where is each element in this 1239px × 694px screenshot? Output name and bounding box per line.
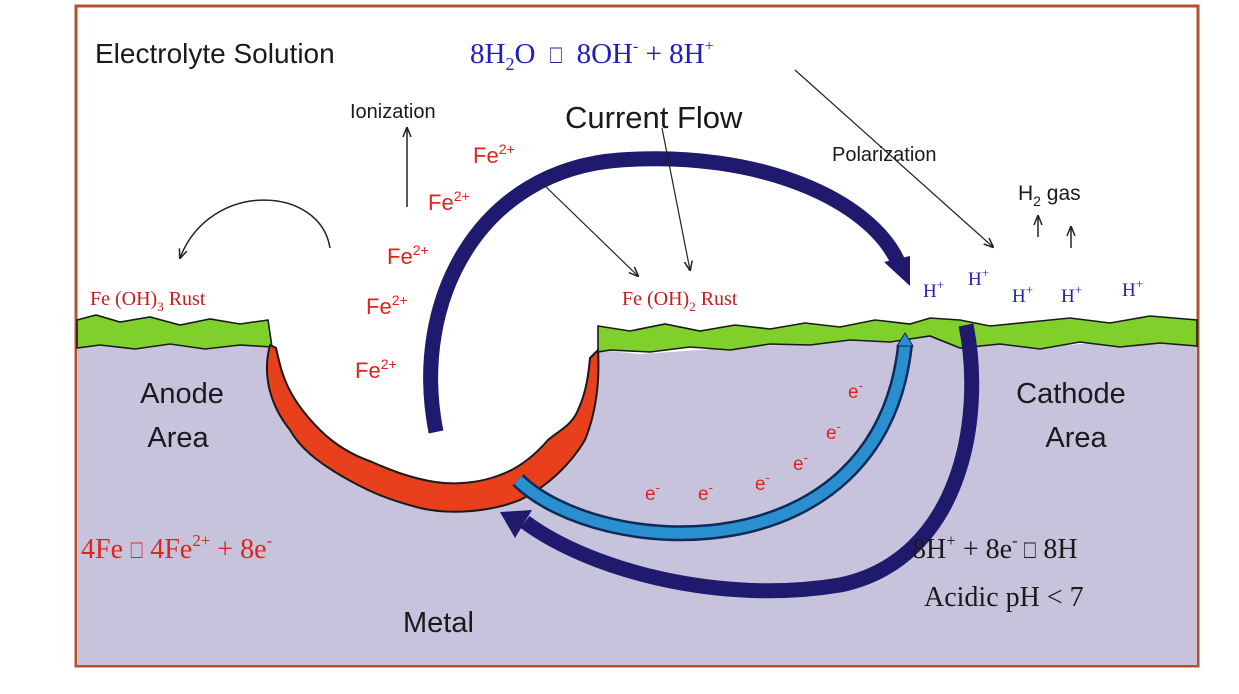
- fe-ion-4: Fe2+: [366, 292, 408, 319]
- metal-label: Metal: [403, 607, 474, 639]
- anode-reaction-equation: 4Fe ⎕ 4Fe2+ + 8e-: [81, 531, 273, 565]
- rust-cycle-arrow: [180, 199, 331, 258]
- cathode-area-label-line2: Area: [1045, 422, 1107, 454]
- anode-area-label-line2: Area: [147, 422, 209, 454]
- fe-ion-2: Fe2+: [428, 188, 470, 215]
- current-flow-arrow-top: [423, 151, 910, 434]
- electron-5: e-: [698, 480, 713, 505]
- polarization-label: Polarization: [832, 144, 937, 166]
- water-to-rust-arrow: [661, 127, 690, 270]
- fe-to-rust-arrow: [541, 182, 638, 276]
- right-surface-layer: [597, 315, 1198, 353]
- anode-area-label-line1: Anode: [140, 378, 224, 410]
- h-ion-3: H+: [1012, 282, 1033, 307]
- h-ion-4: H+: [1061, 282, 1082, 307]
- electron-3: e-: [793, 450, 808, 475]
- electron-6: e-: [645, 480, 660, 505]
- rust-fe-oh3-label: Fe (OH)3 Rust: [90, 288, 206, 314]
- electrolyte-label: Electrolyte Solution: [95, 38, 335, 69]
- left-surface-layer: [76, 314, 273, 350]
- water-ionization-equation: 8H2O⎕8OH- + 8H+: [470, 38, 714, 74]
- h-ion-2: H+: [968, 265, 989, 290]
- current-flow-arrow-bottom: [500, 323, 980, 599]
- electron-1: e-: [848, 378, 863, 403]
- fe-ion-1: Fe2+: [473, 141, 515, 168]
- current-flow-label: Current Flow: [565, 100, 743, 135]
- metal-region: [77, 333, 1197, 665]
- h-ion-5: H+: [1122, 276, 1143, 301]
- polarization-arrow: [794, 69, 993, 247]
- electron-flow-arrow: [512, 332, 914, 542]
- electron-2: e-: [826, 419, 841, 444]
- rust-fe-oh2-label: Fe (OH)2 Rust: [622, 288, 738, 314]
- fe-ion-3: Fe2+: [387, 242, 429, 269]
- cathode-area-label-line1: Cathode: [1016, 378, 1126, 410]
- h-ion-1: H+: [923, 277, 944, 302]
- ionization-label: Ionization: [350, 101, 436, 123]
- cathode-reaction-equation: 8H+ + 8e- ⎕ 8H: [912, 531, 1078, 565]
- pit-rust-lining: [266, 343, 600, 513]
- h2-gas-label: H2 gas: [1018, 182, 1081, 209]
- fe-ion-5: Fe2+: [355, 356, 397, 383]
- electron-4: e-: [755, 470, 770, 495]
- acidic-ph-label: Acidic pH < 7: [924, 582, 1084, 613]
